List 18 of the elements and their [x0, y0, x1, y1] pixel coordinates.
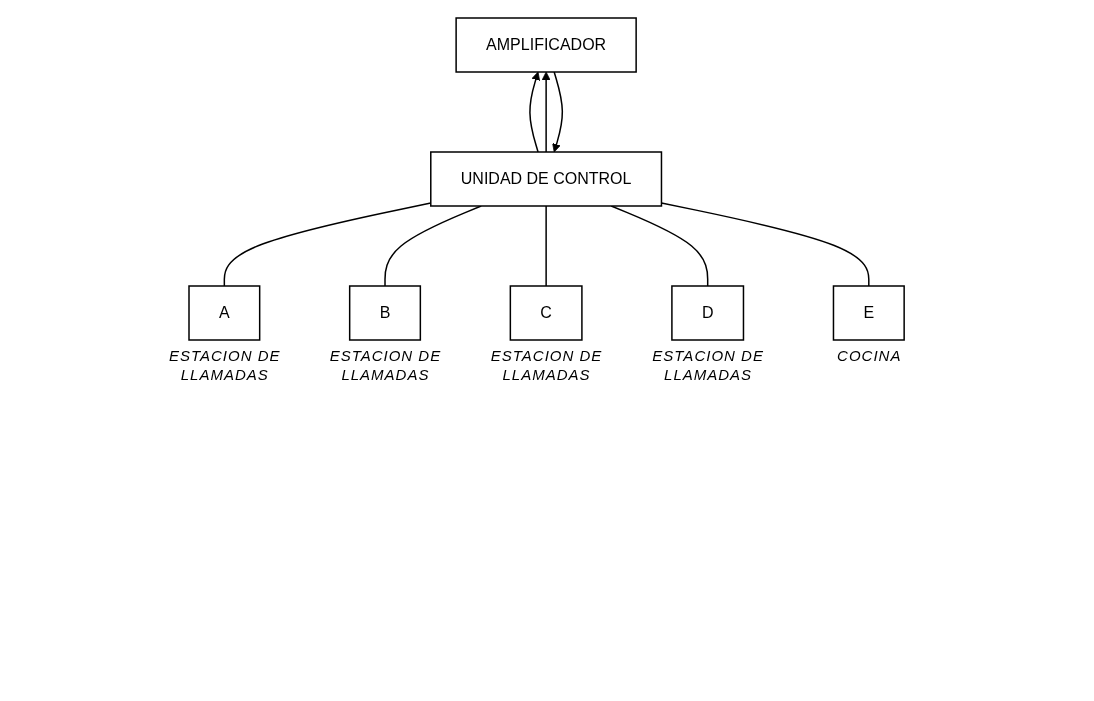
connector: [661, 202, 870, 287]
node-box: C: [510, 285, 584, 341]
arrow: [552, 71, 564, 153]
station-caption: ESTACION DE LLAMADAS: [328, 346, 443, 384]
station-caption: ESTACION DE LLAMADAS: [167, 346, 282, 384]
arrow: [529, 71, 541, 153]
node-box: D: [671, 285, 745, 341]
node-box: E: [833, 285, 906, 341]
node-box: B: [349, 285, 422, 341]
station-caption: ESTACION DE LLAMADAS: [489, 346, 604, 384]
station-caption: COCINA: [836, 346, 903, 365]
node-box: UNIDAD DE CONTROL: [430, 151, 663, 207]
arrow: [542, 71, 551, 153]
node-box: A: [188, 285, 261, 341]
connector: [224, 202, 432, 287]
station-caption: ESTACION DE LLAMADAS: [651, 346, 765, 384]
connector: [545, 205, 548, 287]
node-box: AMPLIFICADOR: [455, 17, 638, 73]
